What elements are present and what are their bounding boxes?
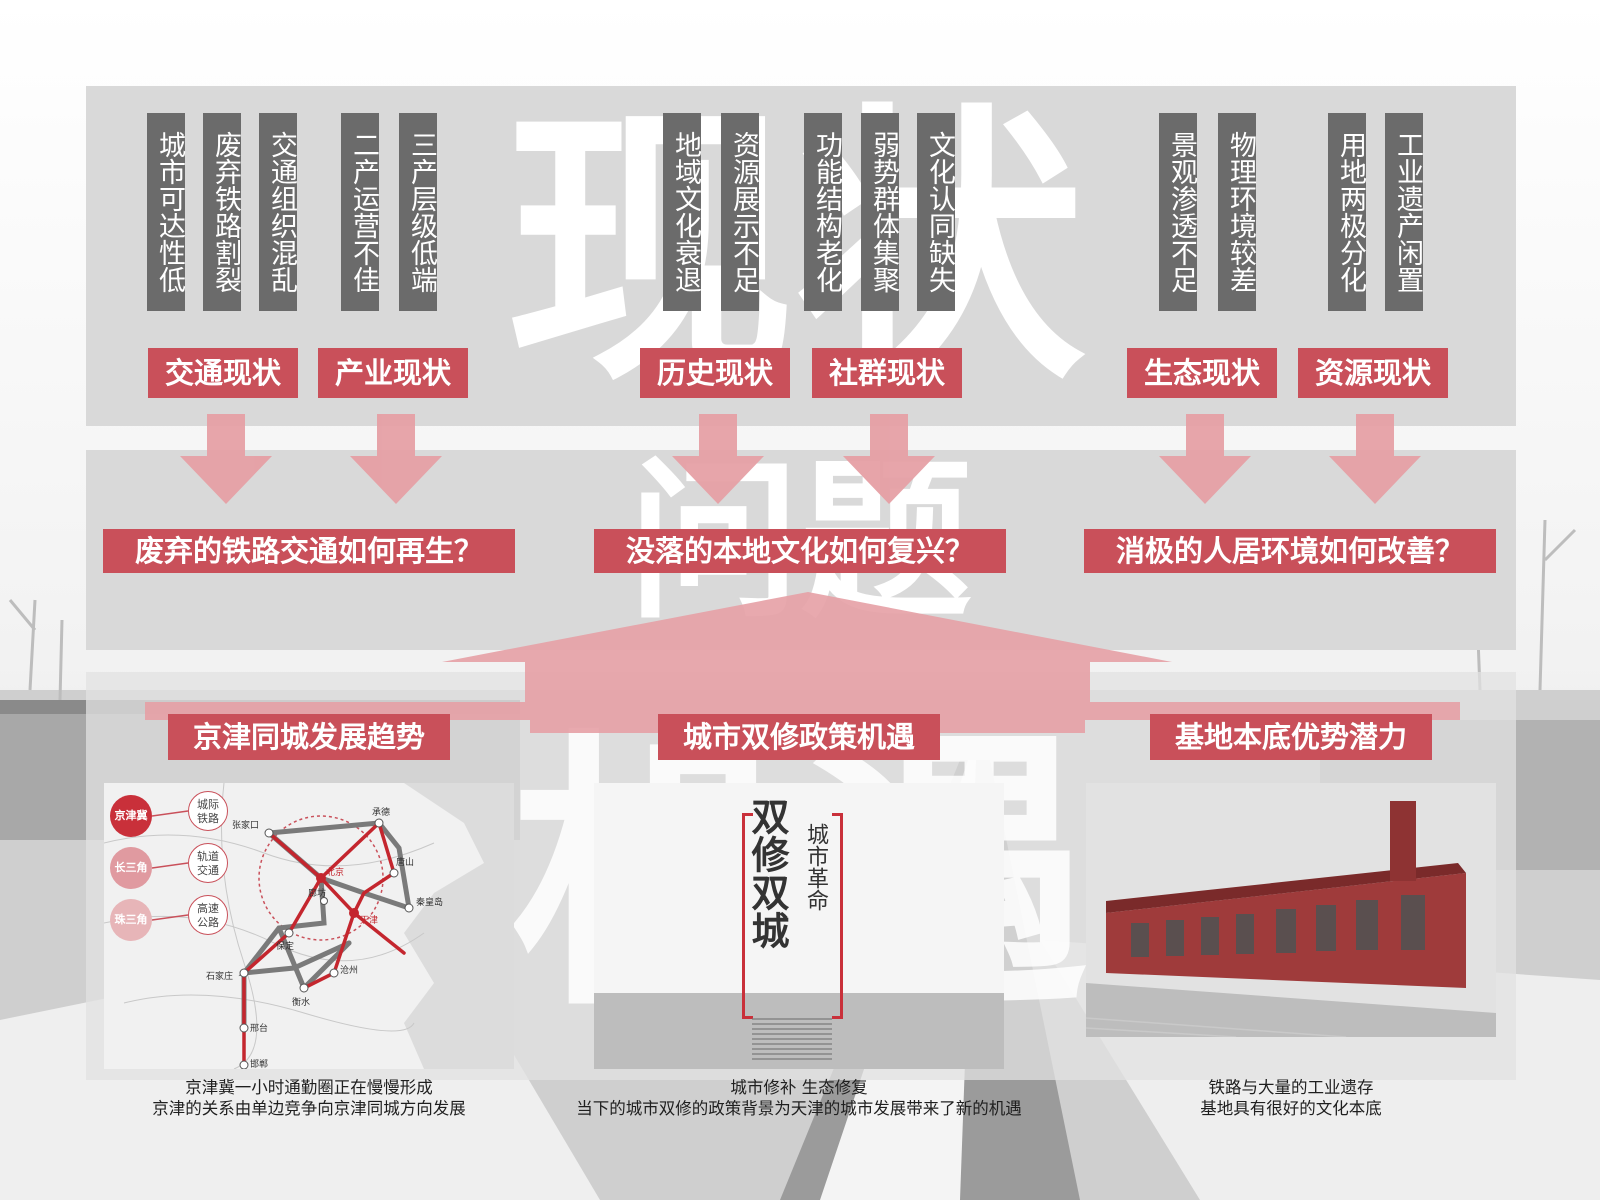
map-legend-desc: 城际 铁路 bbox=[188, 791, 228, 831]
opportunity-label: 基地本底优势潜力 bbox=[1150, 714, 1432, 760]
map-city-label: 北京 bbox=[326, 866, 344, 878]
opportunity-label: 城市双修政策机遇 bbox=[658, 714, 940, 760]
caption-line: 铁路与大量的工业遗存 bbox=[1208, 1078, 1374, 1097]
status-watermark: 现状 bbox=[505, 82, 1085, 419]
status-item: 物理环境较差 bbox=[1218, 113, 1256, 311]
map-legend-key: 长三角 bbox=[110, 847, 152, 889]
map-city-label: 廊坊 bbox=[308, 887, 326, 899]
caption-line: 当下的城市双修的政策背景为天津的城市发展带来了新的机遇 bbox=[576, 1099, 1022, 1118]
status-item: 功能结构老化 bbox=[804, 113, 842, 311]
category-label: 资源现状 bbox=[1298, 348, 1448, 398]
map-city-label: 保定 bbox=[276, 940, 294, 952]
map-city-label: 承德 bbox=[372, 806, 390, 818]
category-label: 交通现状 bbox=[148, 348, 298, 398]
down-arrow-icon bbox=[180, 414, 272, 504]
caption-line: 京津的关系由单边竞争向京津同城方向发展 bbox=[152, 1099, 466, 1118]
status-item: 工业遗产闲置 bbox=[1385, 113, 1423, 311]
status-item: 废弃铁路割裂 bbox=[203, 113, 241, 311]
status-item: 城市可达性低 bbox=[147, 113, 185, 311]
opportunity-label: 京津同城发展趋势 bbox=[168, 714, 450, 760]
question-label: 没落的本地文化如何复兴？ bbox=[594, 529, 1006, 573]
question-label: 消极的人居环境如何改善？ bbox=[1084, 529, 1496, 573]
map-city-label: 邯郸 bbox=[250, 1058, 268, 1069]
map-city-label: 石家庄 bbox=[206, 970, 233, 982]
poster-subtitle: 城市革命 bbox=[803, 823, 828, 911]
down-arrow-icon bbox=[1329, 414, 1421, 504]
down-arrow-icon bbox=[350, 414, 442, 504]
map-city-label: 秦皇岛 bbox=[416, 896, 443, 908]
category-label: 历史现状 bbox=[640, 348, 790, 398]
down-arrow-icon bbox=[1159, 414, 1251, 504]
status-item: 景观渗透不足 bbox=[1159, 113, 1197, 311]
poster-title: 双修双城 bbox=[745, 797, 789, 949]
caption-line: 城市修补 生态修复 bbox=[730, 1078, 868, 1097]
down-arrow-icon bbox=[672, 414, 764, 504]
category-label: 生态现状 bbox=[1127, 348, 1277, 398]
category-label: 产业现状 bbox=[318, 348, 468, 398]
status-item: 交通组织混乱 bbox=[259, 113, 297, 311]
up-arrow-icon bbox=[145, 592, 1460, 733]
map-city-label: 天津 bbox=[360, 915, 378, 926]
status-item: 弱势群体集聚 bbox=[861, 113, 899, 311]
map-city-label: 沧州 bbox=[340, 964, 358, 976]
regional-rail-map: 张家口 承德 北京 唐山 秦皇岛 廊坊 天津 保定 沧州 石家庄 衡水 邢台 邯… bbox=[104, 783, 514, 1069]
category-label: 社群现状 bbox=[812, 348, 962, 398]
question-label: 废弃的铁路交通如何再生？ bbox=[103, 529, 515, 573]
map-city-label: 唐山 bbox=[396, 856, 414, 868]
map-city-label: 衡水 bbox=[292, 996, 310, 1008]
status-item: 地域文化衰退 bbox=[663, 113, 701, 311]
caption-line: 京津冀一小时通勤圈正在慢慢形成 bbox=[185, 1078, 433, 1097]
caption-line: 基地具有很好的文化本底 bbox=[1200, 1099, 1382, 1118]
status-item: 文化认同缺失 bbox=[917, 113, 955, 311]
status-item: 三产层级低端 bbox=[399, 113, 437, 311]
down-arrow-icon bbox=[843, 414, 935, 504]
industrial-heritage-photo bbox=[1086, 783, 1496, 1037]
status-item: 资源展示不足 bbox=[721, 113, 759, 311]
status-item: 二产运营不佳 bbox=[341, 113, 379, 311]
map-legend-key: 珠三角 bbox=[110, 899, 152, 941]
map-legend-desc: 轨道 交通 bbox=[188, 843, 228, 883]
map-legend-key: 京津冀 bbox=[110, 795, 152, 837]
map-city-label: 邢台 bbox=[250, 1022, 268, 1034]
status-item: 用地两极分化 bbox=[1328, 113, 1366, 311]
policy-poster: 双修双城 城市革命 bbox=[594, 783, 1004, 1069]
map-city-label: 张家口 bbox=[232, 819, 259, 831]
map-legend-desc: 高速 公路 bbox=[188, 895, 228, 935]
